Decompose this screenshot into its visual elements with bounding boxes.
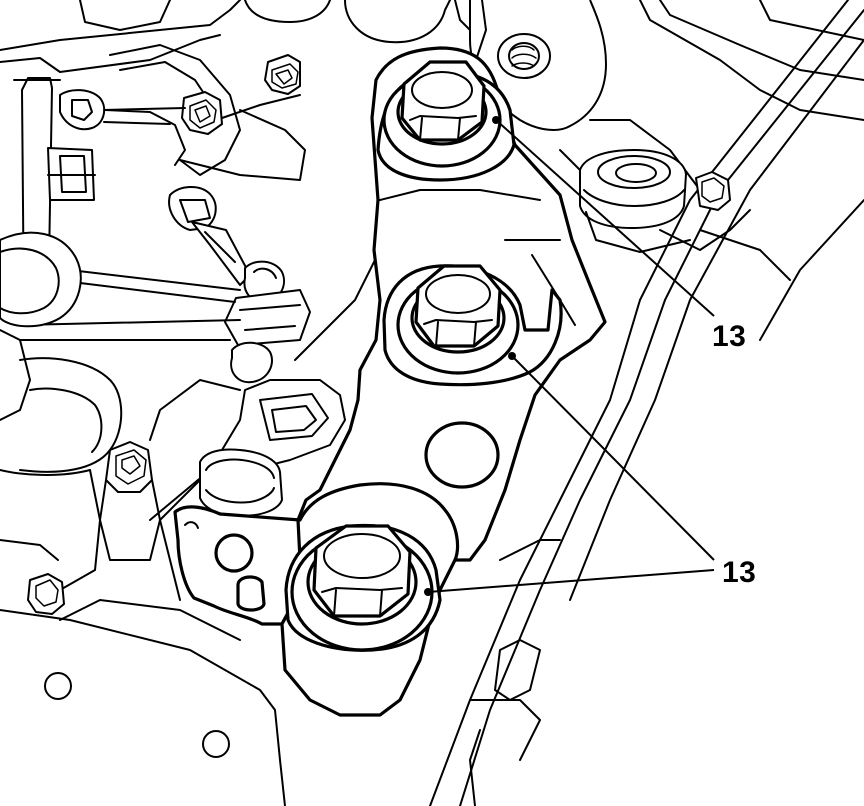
- ball-joint-linkage: [19, 186, 311, 384]
- flange-bolt-bottom-left: [27, 573, 65, 615]
- mount-bolt-bottom: [290, 524, 434, 652]
- flange-bolt-top: [264, 54, 301, 95]
- leader-lower-b: [424, 569, 715, 596]
- pulley-left: [0, 231, 123, 591]
- mount-bolt-middle: [396, 264, 520, 375]
- mount-bushing-right: [559, 149, 751, 253]
- chassis-plate-lower: [0, 599, 286, 806]
- bolt-lower-left-hidden: [199, 448, 283, 517]
- leader-upper: [492, 116, 715, 317]
- leader-lower-a: [508, 352, 715, 561]
- callout-label-lower: 13: [722, 556, 757, 589]
- flange-bolt-left: [99, 441, 161, 561]
- leader-lines: [424, 116, 715, 596]
- support-plate-center: [149, 249, 381, 601]
- mount-bolt-top: [382, 60, 502, 168]
- callout-label-upper: 13: [712, 320, 747, 353]
- flange-bolt-mid: [181, 91, 301, 135]
